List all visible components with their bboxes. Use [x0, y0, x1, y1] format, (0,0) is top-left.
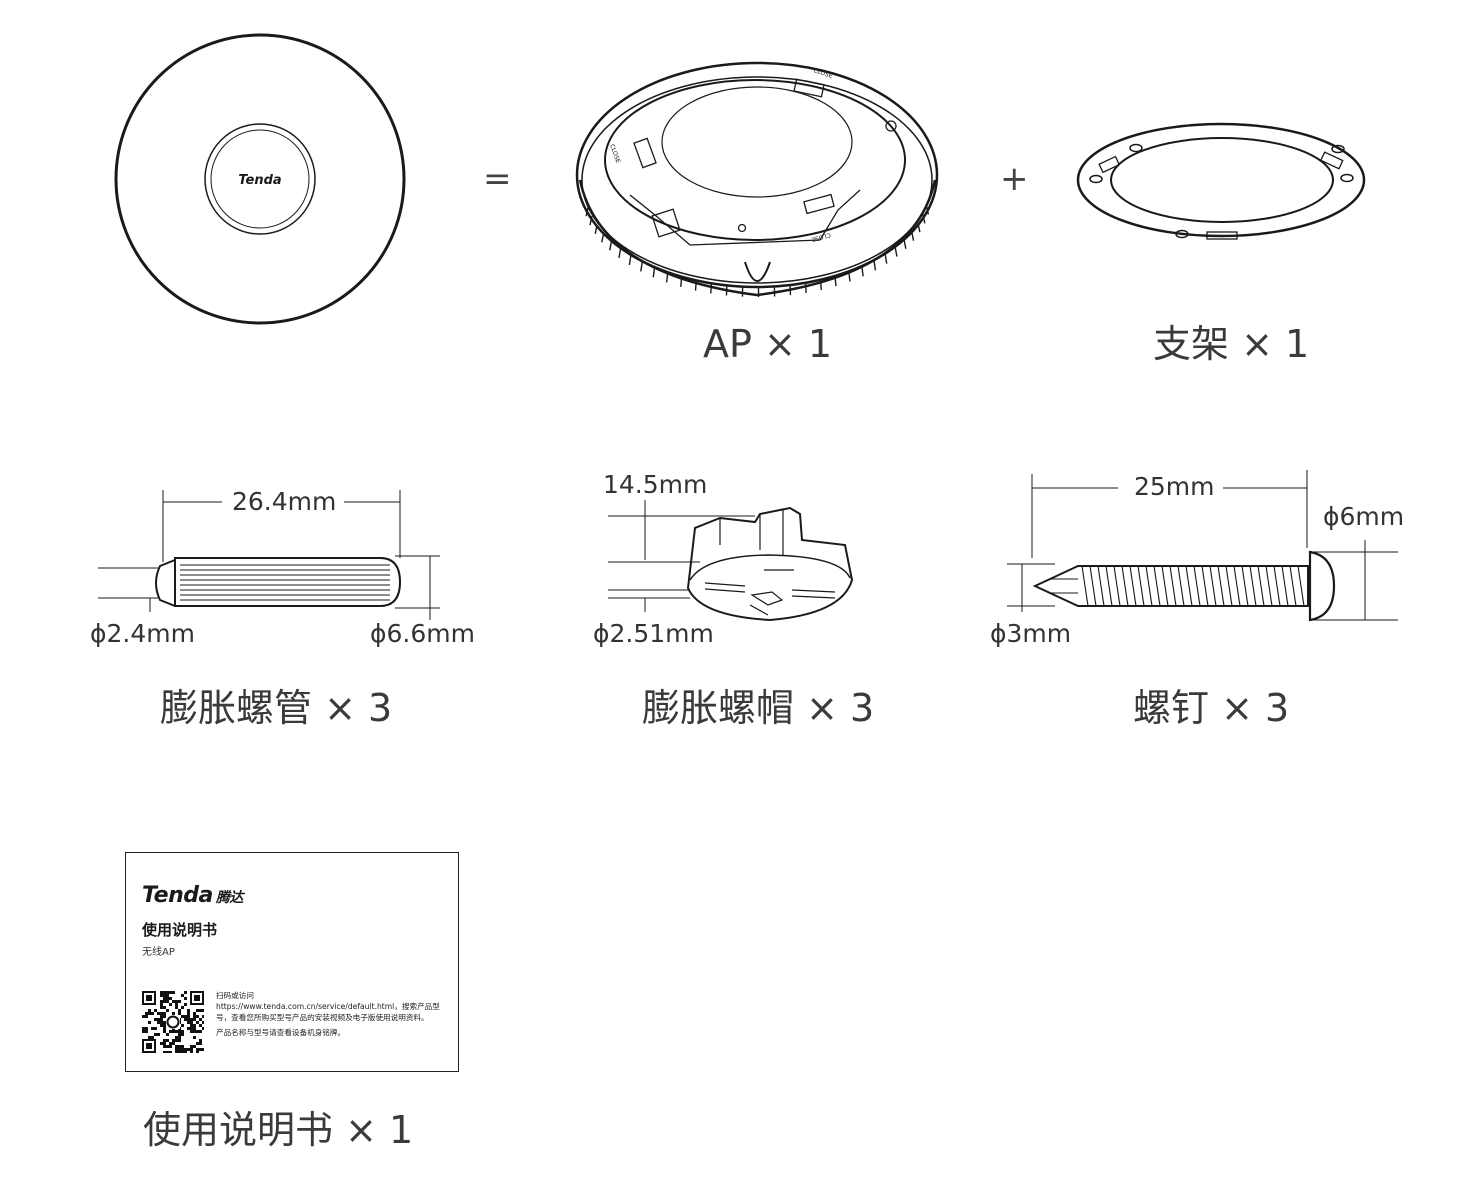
close-mark-bottom: CLOSE [810, 231, 831, 243]
screw-shaft-dia: ϕ3mm [990, 619, 1072, 648]
ap-top-view: Tenda [114, 33, 406, 325]
manual-brand-en: Tenda [142, 883, 213, 908]
bracket-view [1076, 122, 1366, 240]
manual-subtitle: 无线AP [142, 947, 175, 958]
manual-text: 扫码或访问 https://www.tenda.com.cn/service/d… [216, 990, 452, 1038]
close-mark-left: CLOSE [608, 143, 621, 164]
manual-scan-line: 扫码或访问 [216, 991, 254, 1000]
manual-url-line: https://www.tenda.com.cn/service/default… [216, 1002, 440, 1022]
screw-length: 25mm [1134, 472, 1215, 501]
qr-code-icon [142, 991, 204, 1053]
manual-note-line: 产品名称与型号请查看设备机身铭牌。 [216, 1028, 346, 1037]
manual-label: 使用说明书 × 1 [143, 1108, 414, 1152]
cap-label: 膨胀螺帽 × 3 [642, 686, 875, 730]
anchor-dia-large: ϕ6.6mm [370, 619, 475, 648]
cap-dia: ϕ2.51mm [593, 619, 714, 648]
device-logo-text: Tenda [238, 173, 281, 188]
cap-length: 14.5mm [603, 470, 708, 499]
anchor-drawing [98, 490, 440, 620]
equals-sign: = [483, 159, 512, 199]
manual-brand-cn: 腾达 [215, 890, 244, 906]
screw-head-dia: ϕ6mm [1323, 502, 1405, 531]
ap-label: AP × 1 [703, 322, 833, 366]
anchor-label: 膨胀螺管 × 3 [160, 686, 393, 730]
cap-drawing [608, 500, 854, 622]
anchor-length: 26.4mm [232, 487, 337, 516]
anchor-dia-small: ϕ2.4mm [90, 619, 195, 648]
ap-bottom-view: CLOSE CLOSE CLOSE [575, 61, 939, 297]
screw-label: 螺钉 × 3 [1133, 686, 1290, 730]
screw-drawing [1007, 470, 1398, 622]
manual-title: 使用说明书 [142, 921, 218, 939]
plus-sign: + [1000, 159, 1029, 199]
bracket-label: 支架 × 1 [1153, 322, 1310, 366]
close-mark-top: CLOSE [812, 67, 833, 80]
